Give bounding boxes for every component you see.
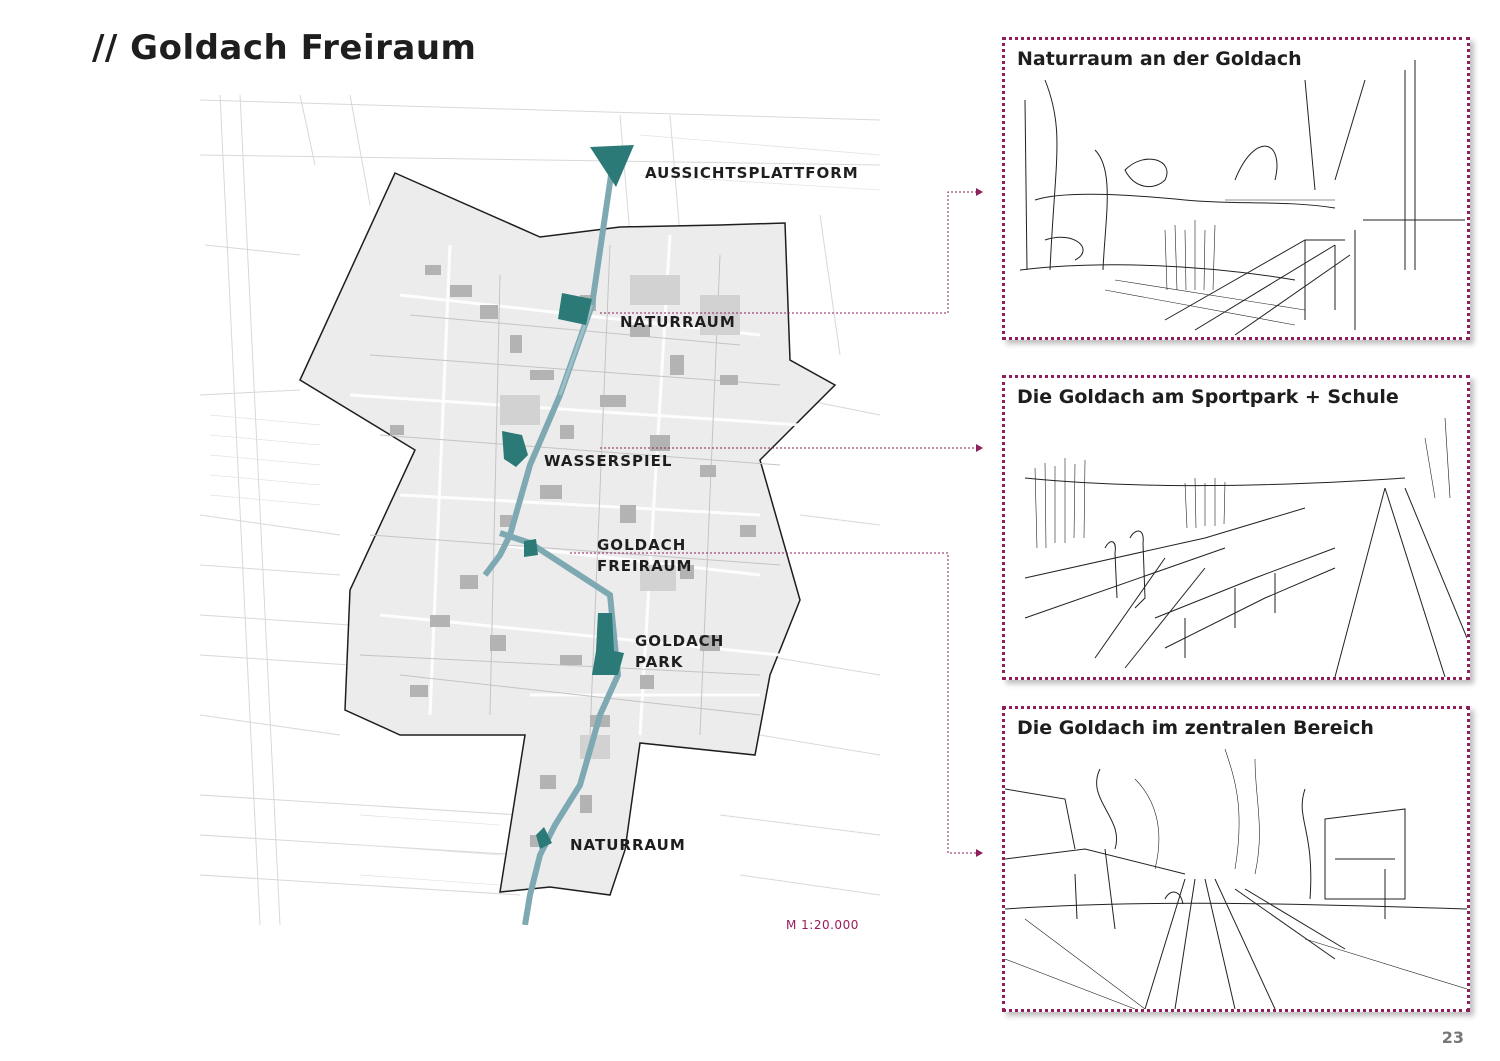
label-goldach-freiraum-line2: FREIRAUM — [597, 557, 693, 575]
marker-naturraum-north — [558, 293, 592, 325]
label-goldach-freiraum-line1: GOLDACH — [597, 536, 687, 554]
marker-wasserspiel — [502, 431, 528, 467]
page-number: 23 — [1441, 1028, 1464, 1047]
sketch-title-1: Naturraum an der Goldach — [1017, 48, 1306, 70]
sketch-sportpark-drawing — [1024, 417, 1467, 677]
label-goldach-freiraum: GOLDACH FREIRAUM — [597, 535, 692, 577]
label-goldach-park: GOLDACH PARK — [635, 631, 724, 673]
sketch-panel-zentral: Die Goldach im zentralen Bereich — [1002, 706, 1470, 1012]
sketch-title-2: Die Goldach am Sportpark + Schule — [1017, 386, 1403, 408]
label-aussichtsplattform: AUSSICHTSPLATTFORM — [645, 164, 859, 182]
sketch-panel-naturraum: Naturraum an der Goldach — [1002, 37, 1470, 340]
marker-naturraum-south — [536, 827, 552, 849]
field-lines — [200, 95, 880, 925]
site-map: AUSSICHTSPLATTFORM NATURRAUM WASSERSPIEL… — [200, 95, 880, 925]
sketch-naturraum-drawing — [1019, 60, 1465, 336]
marker-goldach-park — [592, 613, 624, 675]
label-goldach-park-line2: PARK — [635, 653, 684, 671]
page-title: // Goldach Freiraum — [92, 28, 477, 68]
label-naturraum-north: NATURRAUM — [620, 313, 736, 331]
sketch-title-3: Die Goldach im zentralen Bereich — [1017, 717, 1378, 739]
label-goldach-park-line1: GOLDACH — [635, 632, 725, 650]
label-wasserspiel: WASSERSPIEL — [544, 452, 673, 470]
map-drawing — [200, 95, 880, 925]
marker-aussichtsplattform — [590, 145, 634, 187]
marker-goldach-freiraum — [524, 539, 538, 557]
map-scale: M 1:20.000 — [786, 918, 859, 932]
sketch-zentral-drawing — [1005, 748, 1467, 1009]
sketch-panel-sportpark: Die Goldach am Sportpark + Schule — [1002, 375, 1470, 680]
label-naturraum-south: NATURRAUM — [570, 836, 686, 854]
